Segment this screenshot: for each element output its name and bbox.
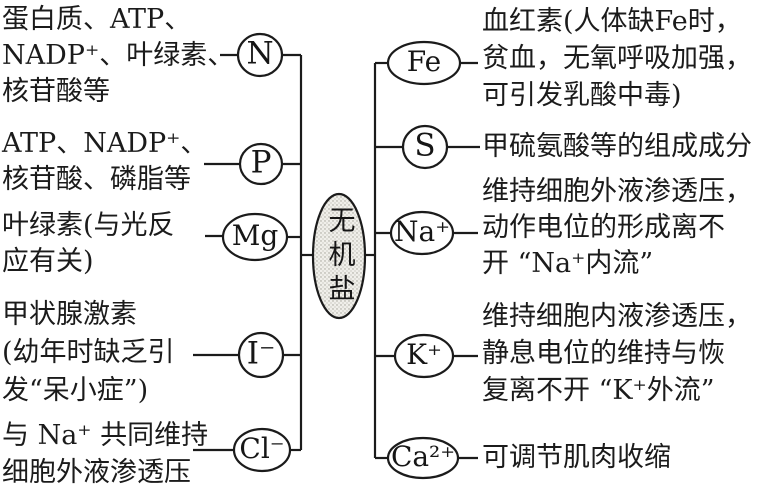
- text-line: (幼年时缺乏引: [2, 337, 175, 368]
- node-ca-circle: [386, 436, 460, 480]
- branch-text-i: 甲状腺激素 (幼年时缺乏引 发“呆小症”): [2, 296, 175, 410]
- node-i-label: I⁻: [246, 335, 276, 372]
- branch-text-s: 甲硫氨酸等的组成成分: [482, 129, 752, 165]
- node-cl-label: Cl⁻: [239, 431, 285, 465]
- text-line: 贫血，无氧呼吸加强，: [482, 43, 752, 74]
- text-line: 与 Na⁺ 共同维持: [2, 420, 209, 451]
- branch-text-cl: 与 Na⁺ 共同维持 细胞外液渗透压: [2, 417, 208, 489]
- text-line: NADP⁺、叶绿素、: [2, 40, 235, 71]
- text-line: 维持细胞内液渗透压，: [482, 301, 752, 332]
- text-line: 维持细胞外液渗透压，: [482, 176, 752, 207]
- node-mg-circle: [221, 212, 289, 262]
- node-na-label: Na⁺: [394, 214, 450, 248]
- center-node-label: 无机盐: [323, 206, 355, 308]
- text-line: 发“呆小症”): [2, 375, 149, 406]
- node-i-circle: [237, 331, 285, 379]
- node-p-circle: [238, 142, 284, 186]
- branch-text-fe: 血红素(人体缺Fe时， 贫血，无氧呼吸加强， 可引发乳酸中毒): [482, 3, 752, 114]
- text-line: 复离不开 “K⁺外流”: [482, 375, 715, 406]
- branch-text-p: ATP、NADP⁺、 核苷酸、磷脂等: [2, 126, 207, 198]
- text-line: 甲硫氨酸等的组成成分: [482, 131, 752, 162]
- branch-text-na: 维持细胞外液渗透压， 动作电位的形成离不 开 “Na⁺内流”: [482, 174, 752, 282]
- node-na-circle: [389, 210, 455, 256]
- branch-text-k: 维持细胞内液渗透压， 静息电位的维持与恢 复离不开 “K⁺外流”: [482, 298, 752, 409]
- node-fe-circle: [386, 40, 462, 86]
- node-n-circle: [236, 32, 284, 78]
- node-k-label: K⁺: [406, 337, 442, 371]
- text-line: 细胞外液渗透压: [2, 457, 191, 488]
- text-line: 核苷酸、磷脂等: [2, 164, 191, 195]
- text-line: 静息电位的维持与恢: [482, 338, 725, 369]
- node-p-label: P: [250, 144, 272, 181]
- text-line: 甲状腺激素: [2, 299, 137, 330]
- node-s-circle: [401, 124, 449, 170]
- branch-text-mg: 叶绿素(与光反 应有关): [2, 208, 175, 280]
- node-fe-label: Fe: [406, 44, 442, 78]
- text-line: ATP、NADP⁺、: [2, 128, 208, 159]
- branch-text-ca: 可调节肌肉收缩: [482, 440, 671, 476]
- node-n-label: N: [246, 35, 274, 72]
- text-line: 可引发乳酸中毒): [482, 80, 682, 111]
- node-ca-label: Ca²⁺: [390, 439, 456, 473]
- text-line: 蛋白质、ATP、: [2, 4, 192, 35]
- text-line: 可调节肌肉收缩: [482, 442, 671, 473]
- text-line: 应有关): [2, 246, 94, 277]
- text-line: 血红素(人体缺Fe时，: [482, 6, 742, 37]
- text-line: 叶绿素(与光反: [2, 210, 175, 241]
- node-k-circle: [393, 333, 455, 379]
- node-mg-label: Mg: [231, 218, 279, 252]
- node-s-label: S: [414, 127, 436, 164]
- branch-text-n: 蛋白质、ATP、 NADP⁺、叶绿素、 核苷酸等: [2, 2, 234, 110]
- node-cl-circle: [232, 427, 292, 473]
- center-node-ellipse: [311, 192, 367, 320]
- text-line: 核苷酸等: [2, 76, 110, 107]
- text-line: 动作电位的形成离不: [482, 212, 725, 243]
- text-line: 开 “Na⁺内流”: [482, 248, 654, 279]
